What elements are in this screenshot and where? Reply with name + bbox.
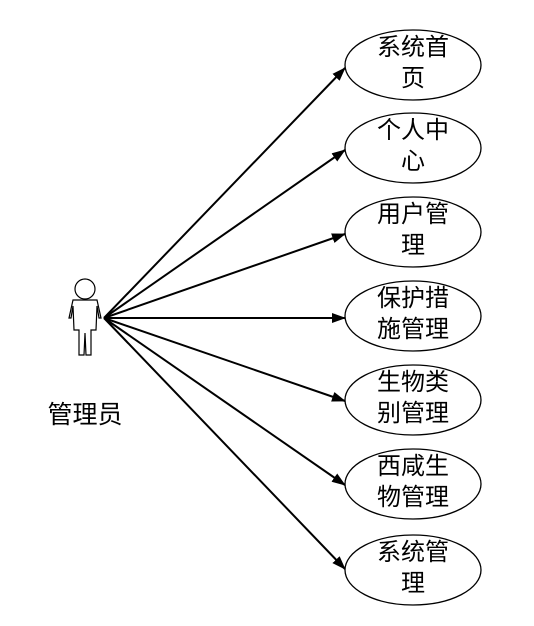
use-case-species-category: 生物类 别管理 bbox=[344, 364, 482, 436]
connectors bbox=[103, 67, 346, 570]
use-case-label-line1: 用户管 bbox=[377, 200, 449, 228]
connector-personal-center bbox=[103, 149, 346, 319]
use-case-label-line1: 个人中 bbox=[377, 116, 449, 144]
use-case-home: 系统首 页 bbox=[344, 29, 482, 101]
use-case-system-management: 系统管 理 bbox=[344, 534, 482, 606]
connector-xihan-species bbox=[103, 317, 346, 486]
use-case-protection-measures: 保护措 施管理 bbox=[344, 280, 482, 352]
actor-label: 管理员 bbox=[47, 400, 122, 429]
use-case-label-line1: 生物类 bbox=[377, 368, 449, 396]
use-case-label-line2: 理 bbox=[401, 569, 425, 597]
use-case-label-line2: 心 bbox=[401, 147, 425, 175]
connector-home bbox=[103, 67, 346, 319]
connector-system-management bbox=[103, 317, 346, 570]
use-case-personal-center: 个人中 心 bbox=[344, 112, 482, 184]
use-case-label-line2: 物管理 bbox=[377, 483, 449, 511]
use-case-label-line2: 施管理 bbox=[377, 315, 449, 343]
use-case-label-line2: 页 bbox=[401, 64, 425, 92]
use-case-label-line1: 西咸生 bbox=[377, 452, 449, 480]
use-case-user-management: 用户管 理 bbox=[344, 196, 482, 268]
use-case-label-line1: 保护措 bbox=[377, 284, 449, 312]
use-case-label-line1: 系统管 bbox=[377, 538, 449, 566]
use-case-label-line2: 别管理 bbox=[377, 399, 449, 427]
connector-user-management bbox=[103, 233, 346, 319]
actor-stick-figure-icon bbox=[68, 278, 102, 356]
use-case-label-line2: 理 bbox=[401, 231, 425, 259]
use-case-label-line1: 系统首 bbox=[377, 33, 449, 61]
use-case-xihan-species: 西咸生 物管理 bbox=[344, 448, 482, 520]
connector-species-category bbox=[103, 317, 346, 402]
